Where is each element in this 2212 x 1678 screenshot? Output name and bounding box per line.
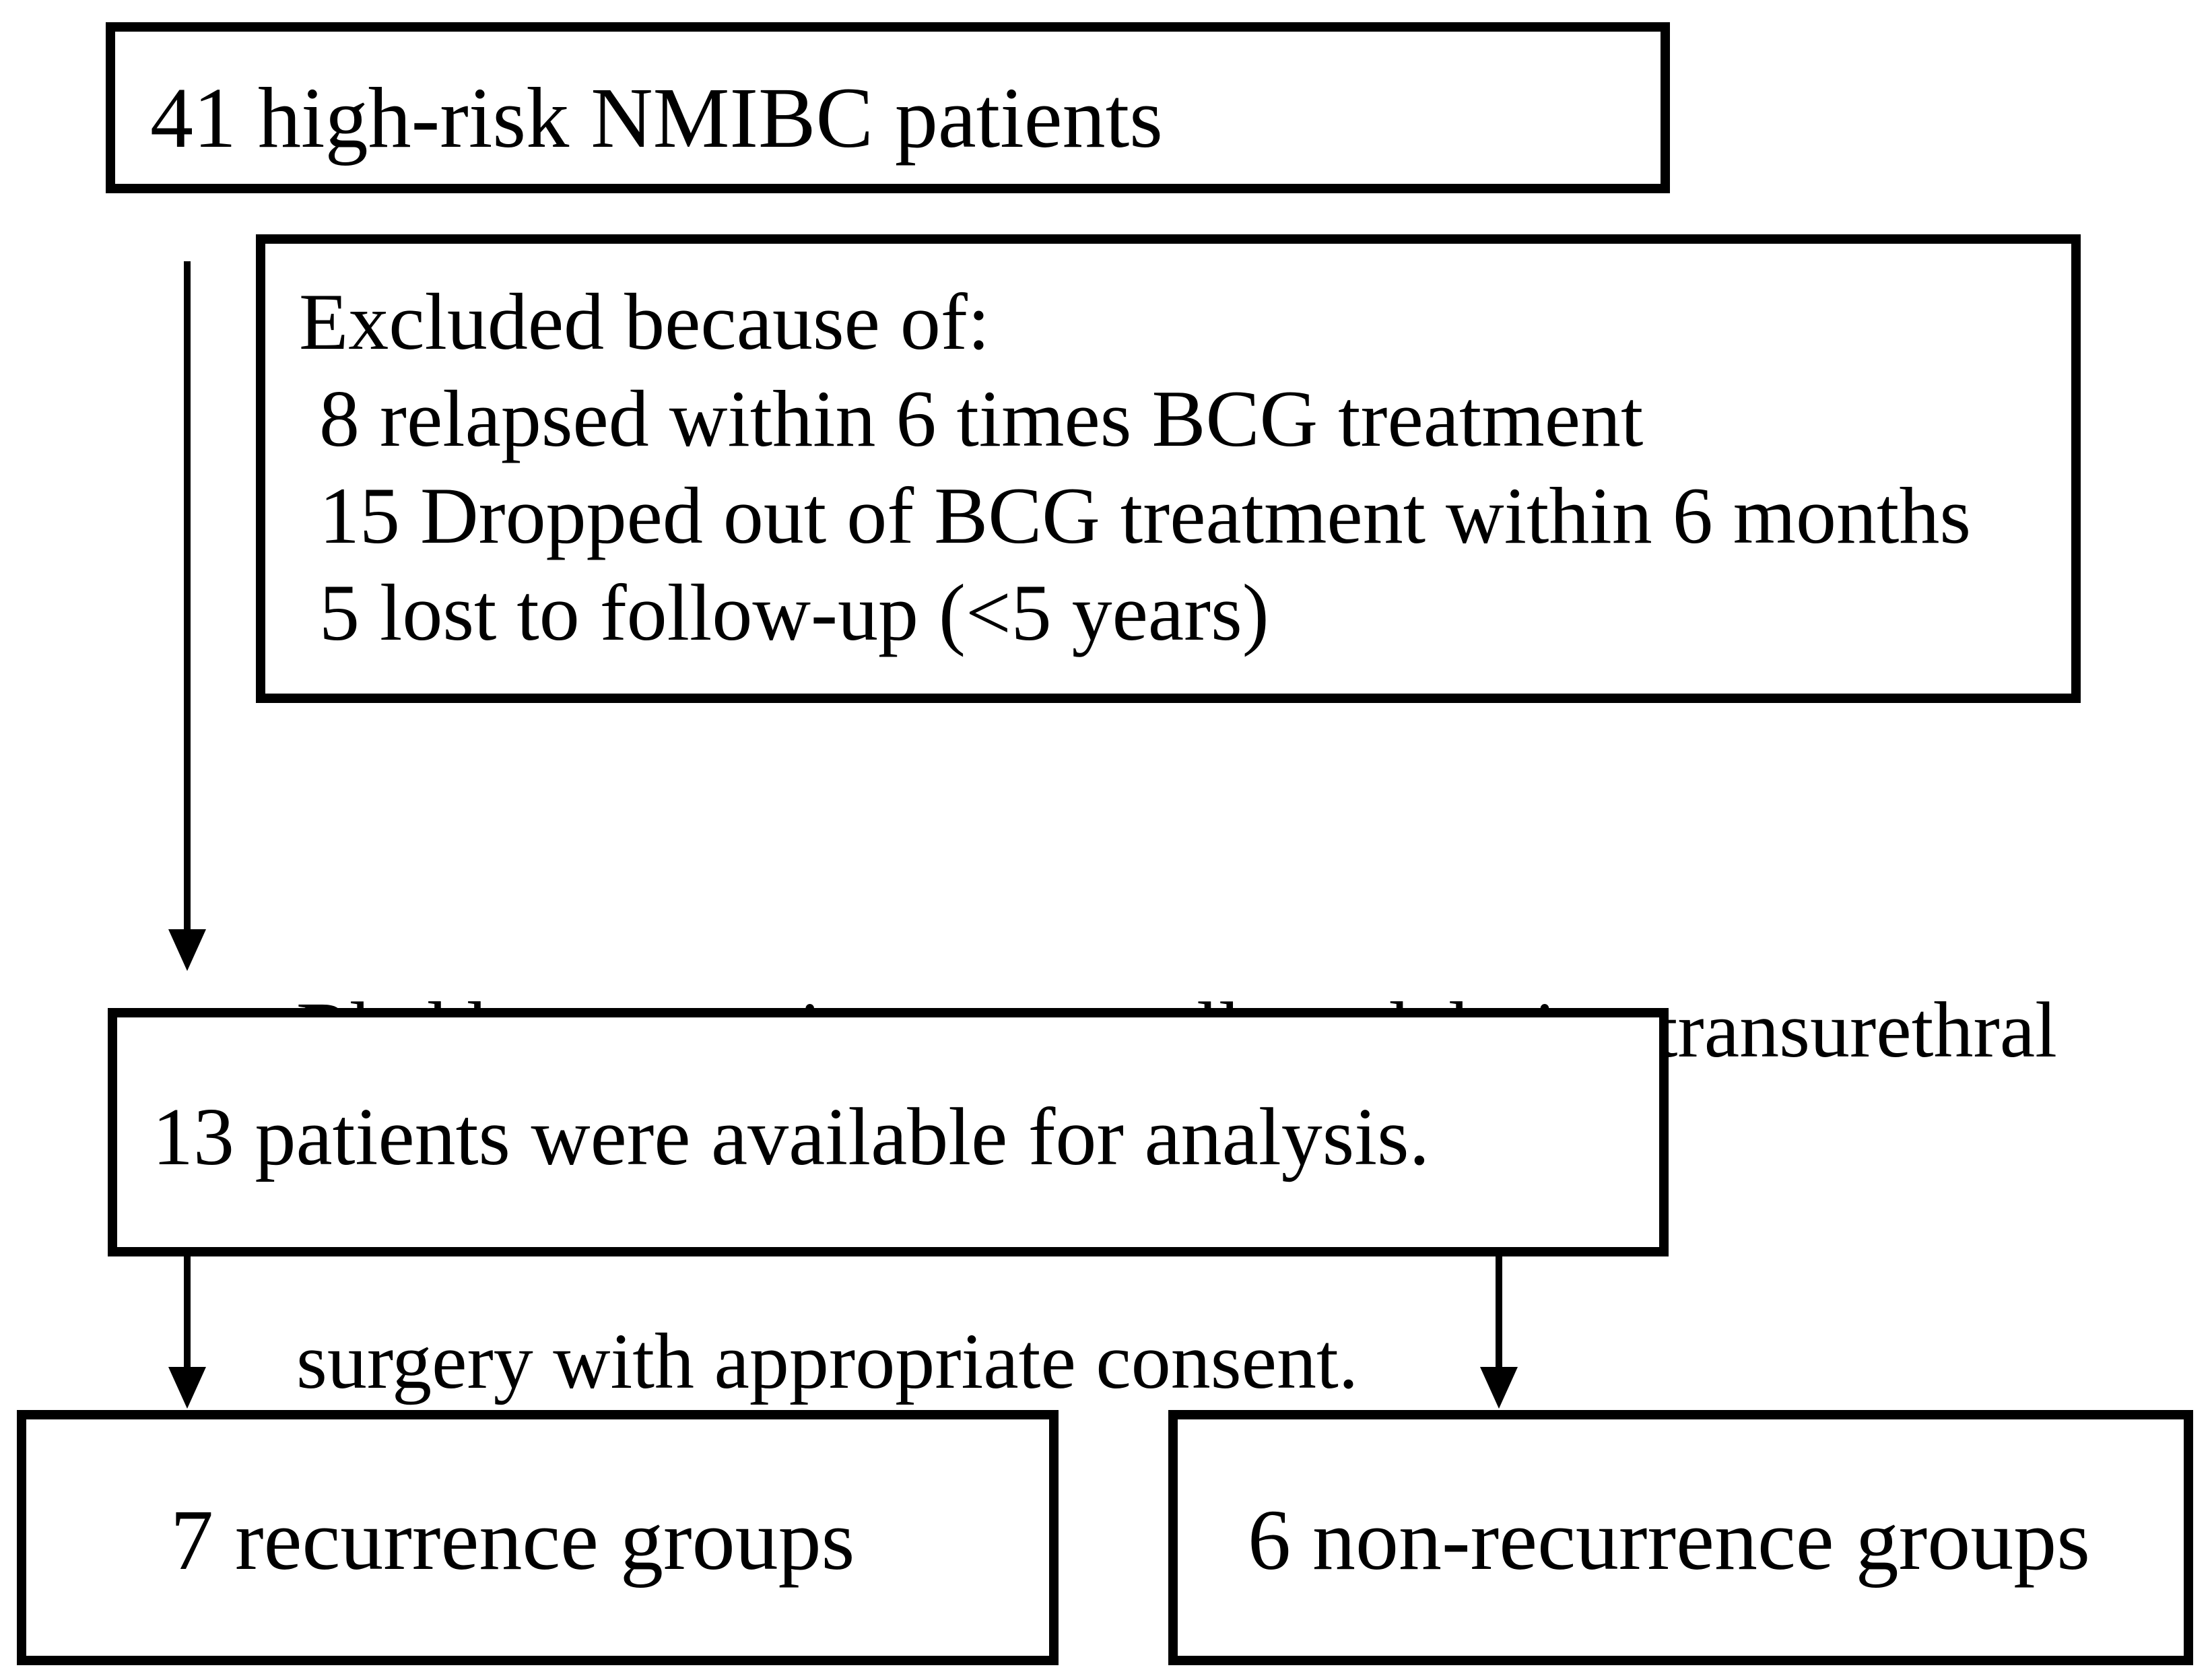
arrow-shaft <box>184 1256 191 1367</box>
arrow-shaft <box>1496 1256 1502 1367</box>
total-patients-box: 41 high-risk NMIBC patients <box>106 22 1670 193</box>
analysis-text: 13 patients were available for analysis. <box>152 1091 1430 1182</box>
non-recurrence-group-text: 6 non-recurrence groups <box>1248 1492 2090 1588</box>
excluded-box: Excluded because of: 8 relapsed within 6… <box>256 234 2081 703</box>
recurrence-group-text: 7 recurrence groups <box>170 1492 855 1588</box>
excluded-heading: Excluded because of: <box>299 277 991 366</box>
recurrence-group-box: 7 recurrence groups <box>17 1410 1059 1665</box>
excluded-reason-dropped-out: 15 Dropped out of BCG treatment within 6… <box>299 471 1972 560</box>
total-patients-text: 41 high-risk NMIBC patients <box>150 69 1163 166</box>
arrowhead-down-icon <box>1480 1367 1518 1409</box>
non-recurrence-group-box: 6 non-recurrence groups <box>1168 1410 2193 1665</box>
analysis-box: 13 patients were available for analysis. <box>108 1008 1669 1256</box>
excluded-reason-relapsed: 8 relapsed within 6 times BCG treatment <box>299 374 1644 463</box>
arrowhead-down-icon <box>168 929 206 971</box>
arrowhead-down-icon <box>168 1367 206 1409</box>
consent-note-line-2: surgery with appropriate consent. <box>296 1317 1359 1405</box>
arrow-shaft <box>184 261 191 929</box>
excluded-reason-lost-followup: 5 lost to follow-up (<5 years) <box>299 568 1269 657</box>
